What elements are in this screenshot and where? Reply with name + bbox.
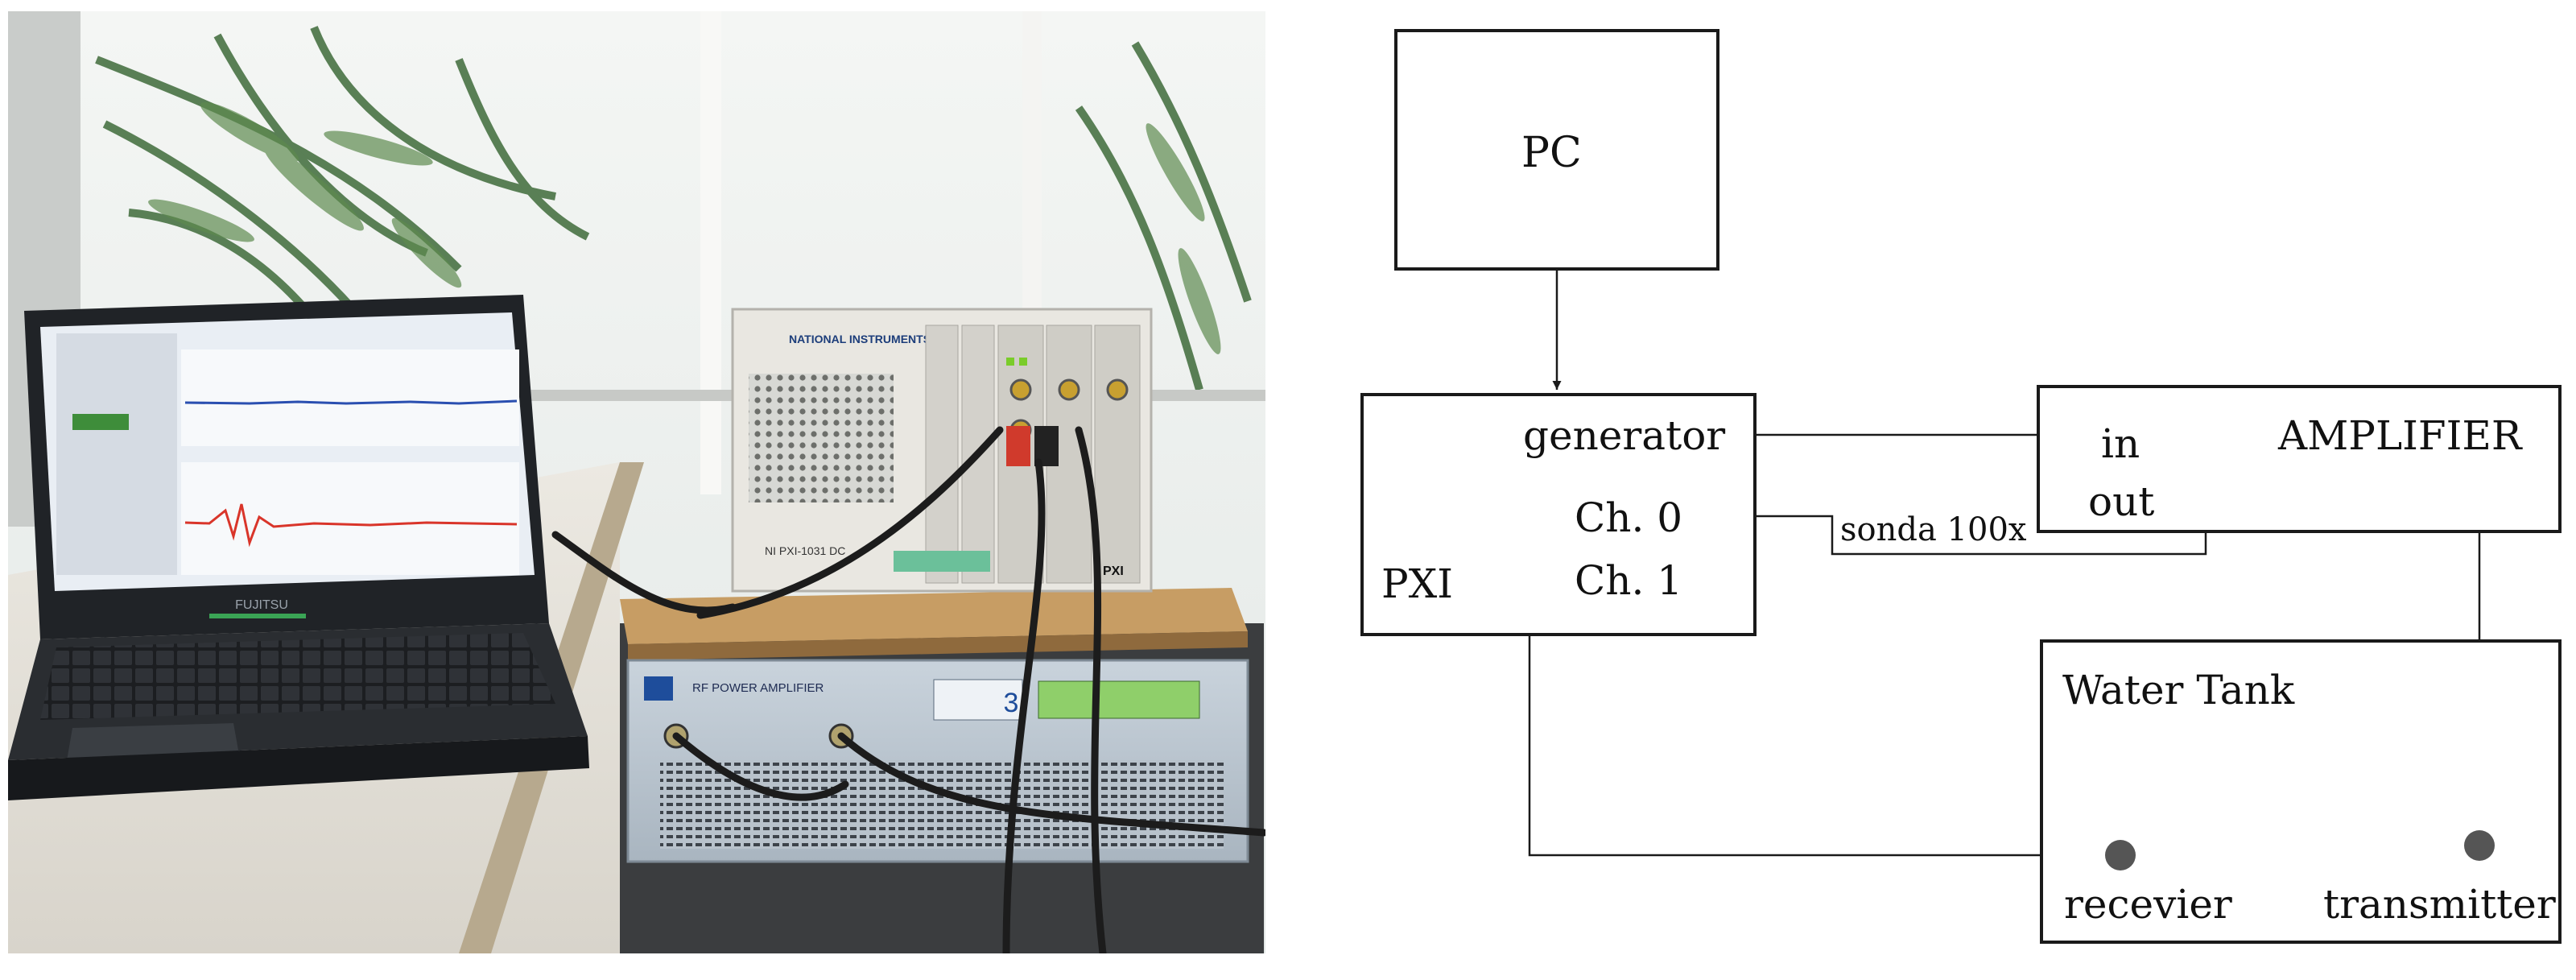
wooden-board-edge — [628, 631, 1248, 660]
chassis-badge: PXI — [1103, 564, 1124, 578]
rf-power-amplifier: RF POWER AMPLIFIER 3 — [626, 659, 1249, 863]
lab-setup-photo: FUJITSU NATIONAL INSTRUMENTS NI PXI-1031… — [8, 11, 1265, 953]
pxi-block: generator Ch. 0 Ch. 1 PXI — [1360, 393, 1757, 636]
lab-setup-illustration: FUJITSU NATIONAL INSTRUMENTS NI PXI-1031… — [8, 11, 1265, 953]
palm-leaflets — [148, 101, 1221, 354]
receiver-node — [2105, 840, 2136, 870]
receiver-label: recevier — [2064, 881, 2232, 928]
pxi-chassis: NATIONAL INSTRUMENTS NI PXI-1031 DC PXI — [731, 308, 1153, 593]
probe-label: sonda 100x — [1840, 511, 2027, 548]
window-mullion — [700, 11, 721, 494]
amplifier-channel: 3 — [1004, 688, 1019, 718]
amplifier-block: AMPLIFIER in out — [2037, 385, 2562, 533]
laptop-brand: FUJITSU — [235, 598, 288, 612]
pc-block: PC — [1394, 29, 1719, 271]
generator-port: generator — [1523, 412, 1726, 459]
ch0-port: Ch. 0 — [1575, 494, 1683, 541]
wire-receiver-to-pxi — [1525, 598, 2120, 857]
amp-in-port: in — [2101, 420, 2140, 467]
chassis-model: NI PXI-1031 DC — [765, 544, 845, 557]
laptop: FUJITSU — [8, 295, 589, 800]
water-tank-label: Water Tank — [2062, 667, 2295, 713]
ch1-port: Ch. 1 — [1575, 557, 1683, 604]
amplifier-label: AMPLIFIER — [2278, 412, 2522, 459]
transmitter-label: transmitter — [2323, 881, 2556, 928]
pxi-label: PXI — [1381, 560, 1453, 607]
chassis-brand: NATIONAL INSTRUMENTS — [789, 333, 931, 345]
wooden-board — [620, 588, 1248, 644]
cables — [551, 426, 1265, 953]
pc-label: PC — [1521, 129, 1582, 177]
water-tank-block: Water Tank recevier transmitter — [2040, 639, 2562, 944]
amplifier-label: RF POWER AMPLIFIER — [692, 681, 824, 695]
amp-out-port: out — [2088, 478, 2155, 525]
transmitter-node — [2464, 830, 2495, 861]
